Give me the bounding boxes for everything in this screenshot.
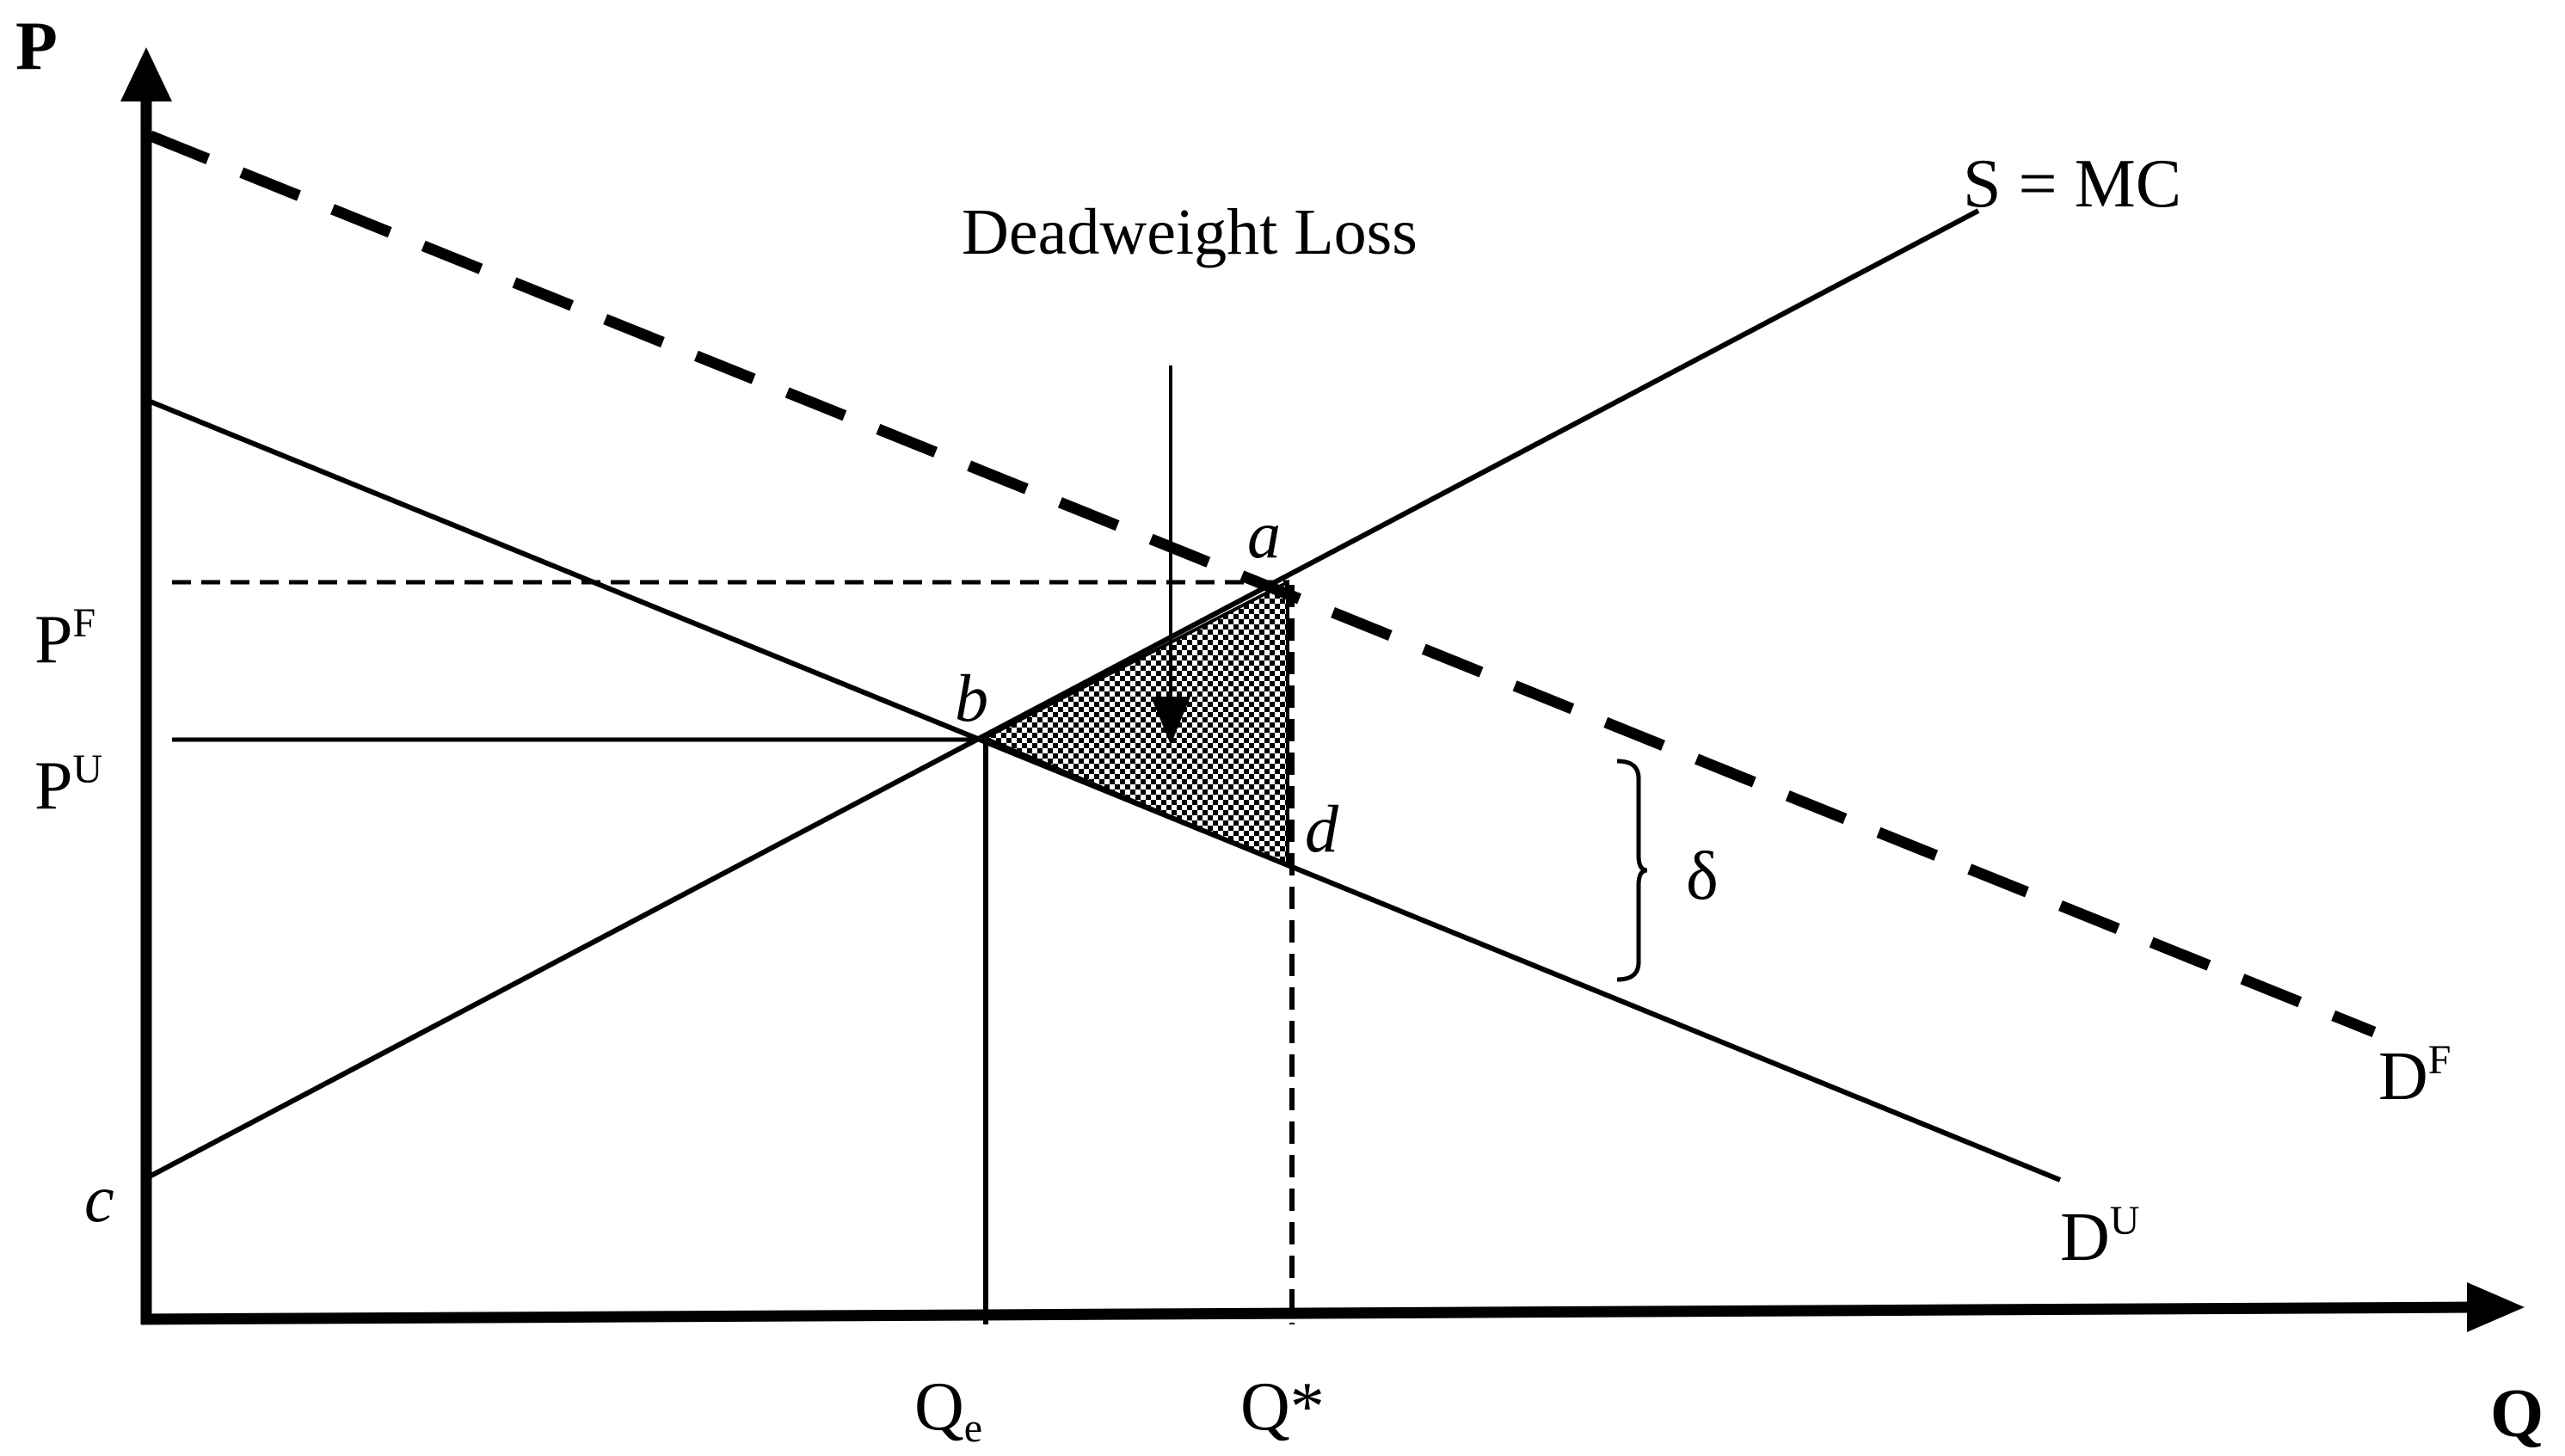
supply-curve	[145, 208, 1980, 1181]
demand-curve-du	[145, 397, 2062, 1183]
supply-label: S = MC	[1963, 146, 2181, 222]
y-axis-label: P	[15, 9, 58, 84]
point-b-label: b	[955, 660, 988, 735]
point-c-label: c	[84, 1161, 114, 1236]
delta-brace	[1616, 759, 1648, 982]
qstar-label: Q*	[1240, 1369, 1325, 1445]
x-axis	[140, 1301, 2478, 1325]
x-axis-arrowhead	[2467, 1282, 2525, 1332]
x-axis-label: Q	[2490, 1376, 2543, 1452]
deadweight-loss-area	[981, 579, 1289, 869]
pf-label: PF	[34, 600, 95, 678]
df-label: DF	[2378, 1037, 2451, 1115]
deadweight-loss-arrowhead	[1151, 697, 1190, 745]
pu-label: PU	[34, 746, 102, 824]
du-label: DU	[2060, 1198, 2139, 1275]
deadweight-loss-label: Deadweight Loss	[962, 196, 1418, 268]
point-d-label: d	[1305, 791, 1339, 866]
qe-label: Qe	[914, 1369, 982, 1451]
point-a-label: a	[1247, 497, 1281, 572]
y-axis-arrowhead	[120, 47, 172, 101]
delta-label: δ	[1686, 839, 1719, 914]
